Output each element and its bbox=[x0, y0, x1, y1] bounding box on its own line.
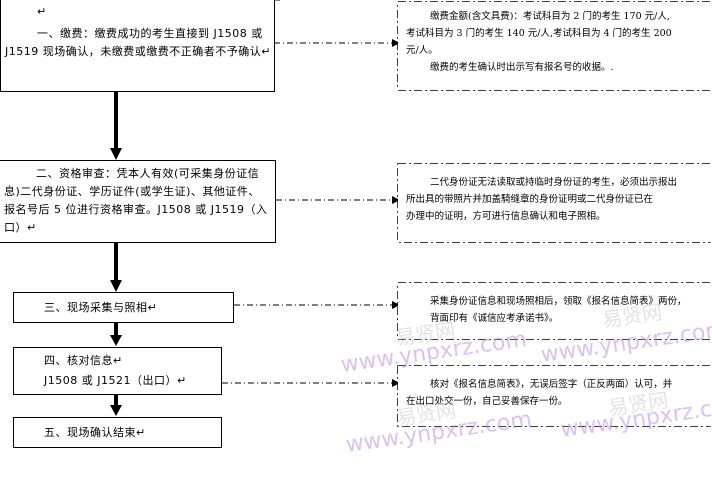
arrow-heads bbox=[110, 148, 122, 416]
step-4-line-1: 四、核对信息↵ bbox=[44, 354, 123, 367]
step-4-box: 四、核对信息↵ J1508 或 J1521（出口）↵ bbox=[13, 347, 222, 395]
note-id-line-2: 所出具的带照片并加盖騎缝章的身份证明或二代身份证已在 bbox=[406, 194, 654, 205]
step-4-line-2: J1508 或 J1521（出口）↵ bbox=[44, 374, 187, 387]
note-id-card: 二代身份证无法读取或持临时身份证的考生，必须出示报出 所出具的带照片并加盖騎缝章… bbox=[398, 164, 712, 242]
note-id-line-3: 办理中的证明，方可进行信息确认和电子照相。 bbox=[406, 211, 606, 222]
step-2-line-3: 报名号后 5 位进行资格审查。J1508 或 J1519（入 bbox=[4, 203, 268, 216]
step-5-box: 五、现场确认结束↵ bbox=[13, 417, 222, 448]
step-3-line-1: 三、现场采集与照相↵ bbox=[44, 301, 158, 314]
note-fee-line-2: 考试科目为 3 门的考生 140 元/人,考试科目为 4 门的考生 200 bbox=[406, 28, 672, 39]
note-photo-line-1: 采集身份证信息和现场照相后，领取《报名信息简表》两份， bbox=[430, 296, 687, 307]
note-photo-line-2: 背面印有《诚信应考承诺书》。 bbox=[430, 313, 559, 324]
note-verify: 核对《报名信息简表》，无误后签字（正反两面）认可，并 在出口处交一份，自己妥善保… bbox=[398, 366, 712, 426]
step-2-line-4: 口）↵ bbox=[4, 221, 37, 234]
note-verify-line-1: 核对《报名信息简表》，无误后签字（正反两面）认可，并 bbox=[430, 379, 673, 390]
step-1-line-2: J1519 现场确认，未缴费或缴费不正确者不予确认↵ bbox=[5, 45, 271, 58]
step-2-box: 二、资格审查：凭本人有效(可采集身份证信 息)二代身份证、学历证件(或学生证)、… bbox=[0, 160, 276, 243]
step-1-line-1: 一、缴费：缴费成功的考生直接到 J1508 或 bbox=[37, 27, 263, 40]
step-3-box: 三、现场采集与照相↵ bbox=[13, 292, 234, 323]
top-return-mark: ↵ bbox=[37, 5, 47, 18]
note-id-line-1: 二代身份证无法读取或持临时身份证的考生，必须出示报出 bbox=[430, 177, 678, 188]
step-2-line-2: 息)二代身份证、学历证件(或学生证)、其他证件、 bbox=[4, 185, 260, 198]
note-fee-line-1: 缴费金额(含文具费)：考试科目为 2 门的考生 170 元/人, bbox=[430, 11, 670, 22]
note-verify-line-2: 在出口处交一份，自己妥善保存一份。 bbox=[406, 396, 568, 407]
note-photo: 采集身份证信息和现场照相后，领取《报名信息简表》两份， 背面印有《诚信应考承诺书… bbox=[398, 283, 712, 339]
step-1-box: ↵ 一、缴费：缴费成功的考生直接到 J1508 或 J1519 现场确认，未缴费… bbox=[0, 0, 275, 92]
step-2-line-1: 二、资格审查：凭本人有效(可采集身份证信 bbox=[36, 167, 260, 180]
note-fee-line-3: 元/人。 bbox=[406, 45, 438, 56]
note-fee: 缴费金额(含文具费)：考试科目为 2 门的考生 170 元/人, 考试科目为 3… bbox=[398, 2, 712, 90]
step-5-line-1: 五、现场确认结束↵ bbox=[44, 426, 146, 439]
note-fee-line-4: 缴费的考生确认时出示写有报名号的收据。. bbox=[430, 62, 614, 73]
